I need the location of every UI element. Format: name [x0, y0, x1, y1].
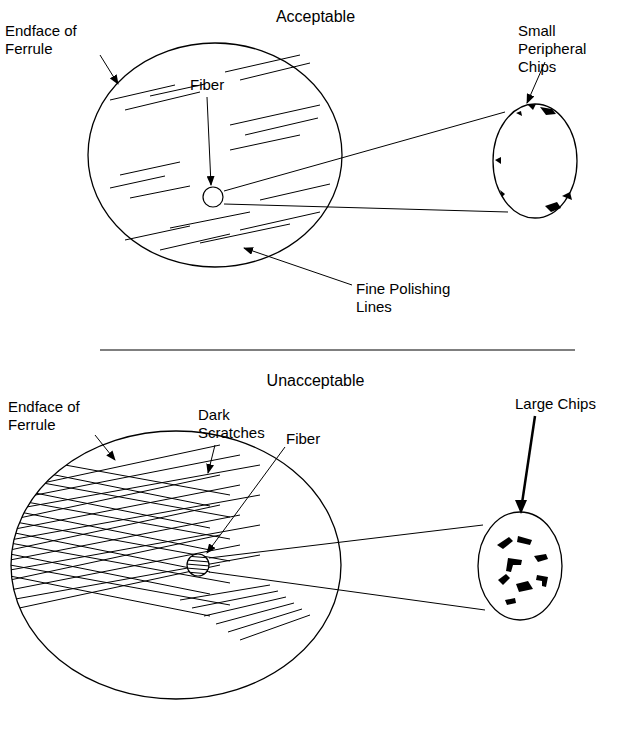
- stroke: [125, 92, 200, 110]
- section-heading: Unacceptable: [0, 372, 631, 390]
- stroke: [200, 224, 290, 243]
- stroke: [10, 455, 240, 500]
- stroke: [10, 510, 210, 550]
- part-label: Fiber: [190, 76, 250, 94]
- stroke: [204, 597, 286, 616]
- leader-arrow: [95, 435, 115, 460]
- stroke: [10, 576, 210, 616]
- stroke: [10, 465, 260, 510]
- fiber-core: [187, 554, 209, 576]
- part-label: Endface of Ferrule: [5, 22, 97, 58]
- stroke: [245, 118, 318, 135]
- stroke: [230, 135, 300, 150]
- stroke: [10, 488, 210, 528]
- stroke: [186, 556, 210, 558]
- stroke: [10, 499, 230, 539]
- polishing-lines: [110, 55, 330, 250]
- stroke: [10, 477, 230, 517]
- stroke: [110, 176, 165, 188]
- leader-arrow: [208, 445, 215, 473]
- stroke: [186, 576, 210, 578]
- part-label: Dark Scratches: [198, 406, 288, 442]
- stroke: [180, 585, 270, 600]
- stroke: [160, 234, 230, 250]
- stroke: [240, 212, 320, 230]
- stroke: [10, 532, 210, 572]
- zoom-line: [209, 572, 485, 610]
- part-label: Endface of Ferrule: [8, 398, 100, 434]
- stroke: [10, 466, 210, 506]
- stroke: [240, 63, 310, 80]
- stroke: [10, 565, 220, 610]
- small-chips: [495, 104, 572, 212]
- stroke: [10, 485, 240, 530]
- stroke: [125, 226, 190, 240]
- stroke: [10, 505, 220, 550]
- ferrule-endface: [11, 431, 341, 699]
- stroke: [260, 184, 330, 200]
- part-label: Large Chips: [515, 395, 625, 413]
- stroke: [186, 560, 210, 562]
- part-label: Fiber: [286, 430, 346, 448]
- stroke: [186, 568, 210, 570]
- stroke: [240, 615, 310, 640]
- leader-arrow: [207, 97, 211, 185]
- dark-scratches: [10, 445, 310, 640]
- stroke: [230, 105, 320, 125]
- stroke: [130, 186, 190, 198]
- large-chips: [497, 536, 548, 605]
- stroke: [216, 603, 294, 624]
- stroke: [10, 445, 220, 490]
- stroke: [10, 554, 210, 594]
- leader-arrow: [207, 447, 285, 553]
- stroke: [10, 455, 230, 495]
- stroke: [225, 55, 300, 72]
- magnified-fiber: [493, 104, 577, 218]
- stroke: [192, 591, 278, 608]
- stroke: [120, 162, 180, 175]
- stroke: [10, 515, 240, 560]
- part-label: Small Peripheral Chips: [518, 22, 628, 76]
- divider: [100, 349, 575, 350]
- stroke: [186, 564, 210, 566]
- stroke: [170, 212, 250, 228]
- zoom-line: [224, 112, 505, 191]
- stroke: [10, 475, 220, 520]
- leader-arrow: [521, 416, 535, 510]
- stroke: [10, 535, 220, 580]
- stroke: [228, 609, 302, 632]
- zoom-line: [224, 204, 508, 212]
- leader-arrow: [100, 55, 118, 84]
- arrow-head: [515, 500, 527, 514]
- leader-arrow: [244, 248, 352, 285]
- stroke: [10, 543, 230, 583]
- ferrule-endface: [88, 43, 342, 267]
- magnified-fiber: [478, 512, 562, 620]
- part-label: Fine Polishing Lines: [356, 280, 466, 316]
- fiber-core: [203, 187, 223, 207]
- zoom-line: [209, 525, 483, 558]
- stroke: [186, 572, 210, 574]
- fiber-scratches: [186, 556, 210, 578]
